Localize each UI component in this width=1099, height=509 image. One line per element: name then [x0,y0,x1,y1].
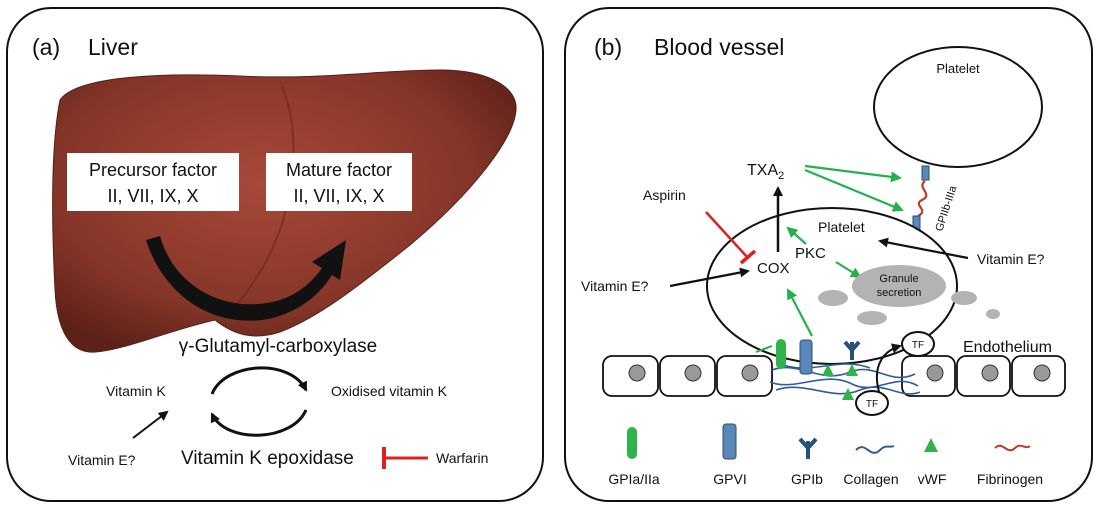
gpib-icon [798,437,818,459]
legend-label-gpib: GPIb [791,471,823,487]
vwf-icon [924,438,938,452]
panel-b-label: (b) [594,34,622,60]
platelet-main [706,207,958,365]
fibrinogen-bridge [917,180,928,217]
vitamin-e-label-a: Vitamin E? [68,452,136,468]
epoxidase-label: Vitamin K epoxidase [181,448,354,469]
txa2-to-platelet-arrow-2 [804,168,904,212]
cell-nucleus [684,364,702,382]
tf-top-label: TF [912,340,924,351]
gpia-iia-receptor [776,339,786,369]
liver-fissure [231,85,295,311]
cycle-arrow-top [210,366,308,395]
granule [818,290,848,306]
cycle-arrow-bottom [210,409,308,437]
cox-label: COX [757,260,790,277]
aspirin-inhibition-bar [739,249,757,265]
cell-nucleus [981,364,999,382]
granule [857,311,887,325]
mature-factor-list: II, VII, IX, X [293,186,384,206]
collagen-to-cox-arrow [787,288,813,337]
vitamin-k-label: Vitamin K [106,383,166,399]
txa2-to-platelet-arrow-1 [804,164,902,183]
platelet-top-label: Platelet [936,61,980,76]
mature-factor-box [266,153,412,211]
precursor-factor-title: Precursor factor [89,160,217,180]
legend-label-gpvi: GPVI [713,471,746,487]
oxidised-vitamin-k-label: Oxidised vitamin K [331,383,448,399]
endothelium-label: Endothelium [963,339,1052,356]
cell-nucleus [1033,364,1051,382]
tf-bottom-label: TF [866,399,878,410]
txa2-label: TXA2 [747,162,784,182]
precursor-factor-list: II, VII, IX, X [107,186,198,206]
collagen-to-platelet-arrow [755,345,773,353]
vitamin-e-right-arrow [878,237,969,260]
panel-a-label: (a) [32,34,60,60]
panel-a-title: Liver [88,34,138,60]
panel-b-title: Blood vessel [654,34,784,60]
legend-label-gpia-iia: GPIa/IIa [608,471,660,487]
fibrinogen-icon [994,444,1031,452]
granule-label-line2: secretion [877,287,922,299]
endothelial-cells [602,355,1066,397]
vwf-marker [842,388,854,400]
gpvi-icon [722,423,737,460]
gpiib-iiia-receptor-top [921,165,930,181]
pkc-label: PKC [795,245,826,262]
gpvi-receptor [799,339,813,375]
aspirin-inhibition-line [705,211,749,259]
precursor-factor-box [67,153,239,211]
granule-label-line1: Granule [879,273,918,285]
tf-bottom-bubble [855,390,889,416]
vwf-marker [822,364,834,376]
granule-secretion [852,265,946,307]
cell-nucleus [741,364,759,382]
vitamin-e-left-arrow [669,267,750,288]
vitamin-e-arrow-a [132,410,169,439]
aspirin-label: Aspirin [643,187,686,203]
cell-nucleus [628,364,646,382]
platelet-main-label: Platelet [818,219,865,235]
platelet-top [873,46,1043,168]
cell-nucleus [926,364,944,382]
gpia-iia-icon [627,427,637,459]
vitamin-e-label-right: Vitamin E? [977,251,1045,267]
carboxylation-arrow [146,236,346,321]
pkc-to-granule-arrow [835,261,862,279]
tf-top-bubble [901,331,935,357]
enzyme-label: γ-Glutamyl-carboxylase [179,336,378,357]
granule [986,309,1000,319]
tf-secretion-arrow [875,343,902,396]
vwf-marker [846,364,858,376]
gpib-receptor [843,340,861,360]
legend-label-vwf: vWF [918,471,947,487]
legend-label-collagen: Collagen [843,471,898,487]
warfarin-label: Warfarin [436,450,488,466]
collagen-icon [855,445,895,454]
granule [951,291,977,305]
legend-label-fibrinogen: Fibrinogen [977,471,1043,487]
mature-factor-title: Mature factor [286,160,392,180]
pkc-to-cox-arrow [786,226,807,245]
vitamin-e-label-left: Vitamin E? [581,278,649,294]
